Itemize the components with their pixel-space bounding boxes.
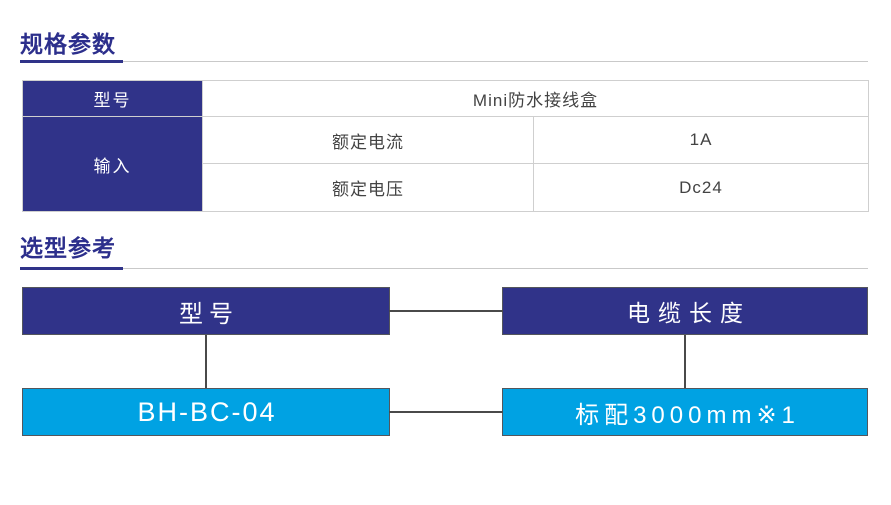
spec-table: 型号 Mini防水接线盒 输入 额定电流 1A 额定电压 Dc24 [22,80,870,212]
spec-value-rated-voltage: Dc24 [532,163,870,212]
table-row: 输入 额定电流 1A [22,116,870,212]
cable-length-title-box: 电缆长度 [502,287,868,335]
rule-gray-line [20,61,868,62]
spec-value-rated-current: 1A [532,116,870,164]
connector-line-vertical-left [205,335,207,388]
cable-length-value-box: 标配3000mm※1 [502,388,868,436]
spec-label-rated-current: 额定电流 [202,116,534,164]
table-row: 型号 Mini防水接线盒 [22,80,870,117]
spec-label-rated-voltage: 额定电压 [202,163,534,212]
spec-heading-rule [20,60,868,63]
spec-section-heading: 规格参数 [20,31,116,57]
rule-gray-line [20,268,868,269]
rule-accent-bar [20,60,123,63]
spec-row-header-input: 输入 [22,116,203,212]
rule-accent-bar [20,267,123,270]
spec-row-header-model: 型号 [22,80,203,117]
spec-model-value: Mini防水接线盒 [201,80,870,117]
selection-section-heading: 选型参考 [20,235,116,261]
connector-line-horizontal-bottom [389,411,503,413]
connector-line-horizontal-top [389,310,503,312]
model-value-box: BH-BC-04 [22,388,390,436]
connector-line-vertical-right [684,335,686,388]
model-title-box: 型号 [22,287,390,335]
selection-heading-rule [20,267,868,270]
table-row: 额定电压 Dc24 [23,163,870,212]
